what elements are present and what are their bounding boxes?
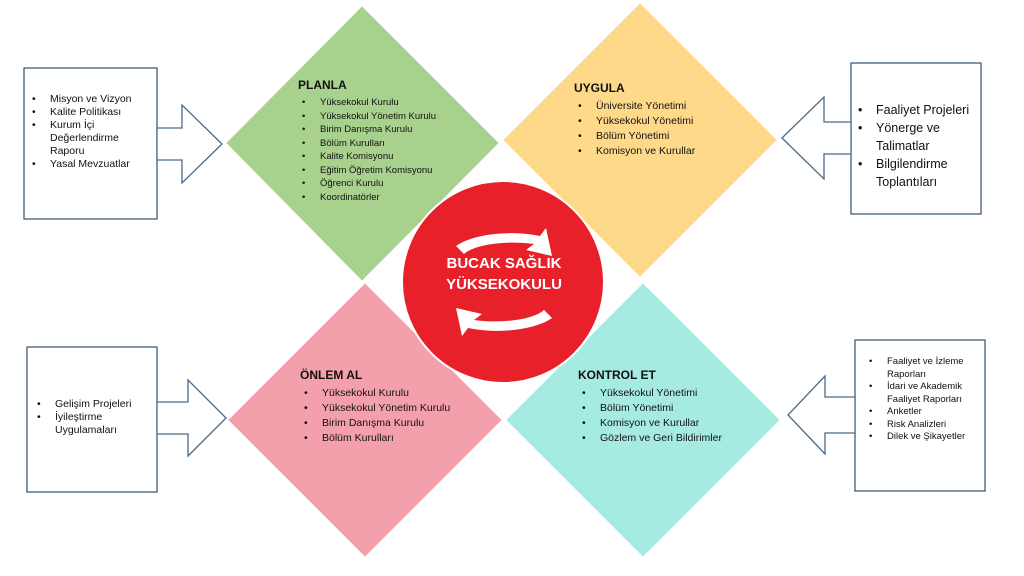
list-item: Öğrenci Kurulu [298,177,478,191]
cycle-arrows-icon [456,228,552,336]
list-item: Yasal Mevzuatlar [28,158,156,171]
list-item: Bölüm Yönetimi [574,129,754,144]
arrow-right-bottom [156,378,227,458]
list-item: Yüksekokul Yönetimi [574,114,754,129]
uygula-title: UYGULA [574,81,625,95]
list-item: Kalite Politikası [28,106,156,119]
list-item: Kalite Komisyonu [298,150,478,164]
list-item: Bölüm Yönetimi [578,401,768,416]
list-item: Faaliyet Projeleri [854,101,982,119]
list-item: İyileştirme Uygulamaları [33,411,153,437]
planla-title: PLANLA [298,78,347,92]
list-item: Faaliyet ve İzleme Raporları [865,356,987,381]
top-left-list-wrap: Misyon ve VizyonKalite PolitikasıKurum İ… [28,93,156,171]
list-item: Komisyon ve Kurullar [574,144,754,159]
arrow-right-top [156,103,223,185]
list-item: Koordinatörler [298,191,478,205]
uygula-section: UYGULA Üniversite YönetimiYüksekokul Yön… [574,81,754,159]
list-item: İdari ve Akademik Faaliyet Raporları [865,381,987,406]
arrow-left-bottom [787,374,856,456]
kontrol-et-list: Yüksekokul YönetimiBölüm YönetimiKomisyo… [578,386,768,446]
onlem-al-section: ÖNLEM AL Yüksekokul KuruluYüksekokul Yön… [300,368,490,446]
bottom-right-list-wrap: Faaliyet ve İzleme Raporlarıİdari ve Aka… [865,356,987,444]
bottom-left-list: Gelişim Projeleriİyileştirme Uygulamalar… [33,398,153,437]
list-item: Yönerge ve Talimatlar [854,119,982,155]
list-item: Bilgilendirme Toplantıları [854,155,982,191]
bottom-right-list: Faaliyet ve İzleme Raporlarıİdari ve Aka… [865,356,987,444]
list-item: Yüksekokul Yönetim Kurulu [298,110,478,124]
list-item: Gelişim Projeleri [33,398,153,411]
top-right-list: Faaliyet ProjeleriYönerge ve TalimatlarB… [854,101,982,191]
center-label-line2: YÜKSEKOKULU [446,276,562,293]
bottom-left-list-wrap: Gelişim Projeleriİyileştirme Uygulamalar… [33,398,153,437]
list-item: Risk Analizleri [865,419,987,432]
top-right-list-wrap: Faaliyet ProjeleriYönerge ve TalimatlarB… [854,101,982,191]
list-item: Misyon ve Vizyon [28,93,156,106]
center-label: BUCAK SAĞLIK YÜKSEKOKULU [415,253,593,295]
top-left-list: Misyon ve VizyonKalite PolitikasıKurum İ… [28,93,156,171]
list-item: Yüksekokul Kurulu [298,96,478,110]
kontrol-et-title: KONTROL ET [578,368,656,382]
list-item: Kurum İçi Değerlendirme Raporu [28,119,156,158]
uygula-list: Üniversite YönetimiYüksekokul YönetimiBö… [574,99,754,159]
planla-section: PLANLA Yüksekokul KuruluYüksekokul Yönet… [298,78,478,204]
onlem-al-list: Yüksekokul KuruluYüksekokul Yönetim Kuru… [300,386,490,446]
list-item: Yüksekokul Kurulu [300,386,490,401]
list-item: Bölüm Kurulları [300,431,490,446]
kontrol-et-section: KONTROL ET Yüksekokul YönetimiBölüm Yöne… [578,368,768,446]
list-item: Birim Danışma Kurulu [300,416,490,431]
list-item: Eğitim Öğretim Komisyonu [298,164,478,178]
list-item: Üniversite Yönetimi [574,99,754,114]
center-circle [401,180,605,384]
list-item: Anketler [865,406,987,419]
list-item: Bölüm Kurulları [298,137,478,151]
list-item: Dilek ve Şikayetler [865,431,987,444]
list-item: Yüksekokul Yönetim Kurulu [300,401,490,416]
list-item: Birim Danışma Kurulu [298,123,478,137]
list-item: Gözlem ve Geri Bildirimler [578,431,768,446]
arrow-left-top [781,95,852,181]
list-item: Yüksekokul Yönetimi [578,386,768,401]
planla-list: Yüksekokul KuruluYüksekokul Yönetim Kuru… [298,96,478,204]
center-label-line1: BUCAK SAĞLIK [446,255,562,272]
onlem-al-title: ÖNLEM AL [300,368,363,382]
list-item: Komisyon ve Kurullar [578,416,768,431]
